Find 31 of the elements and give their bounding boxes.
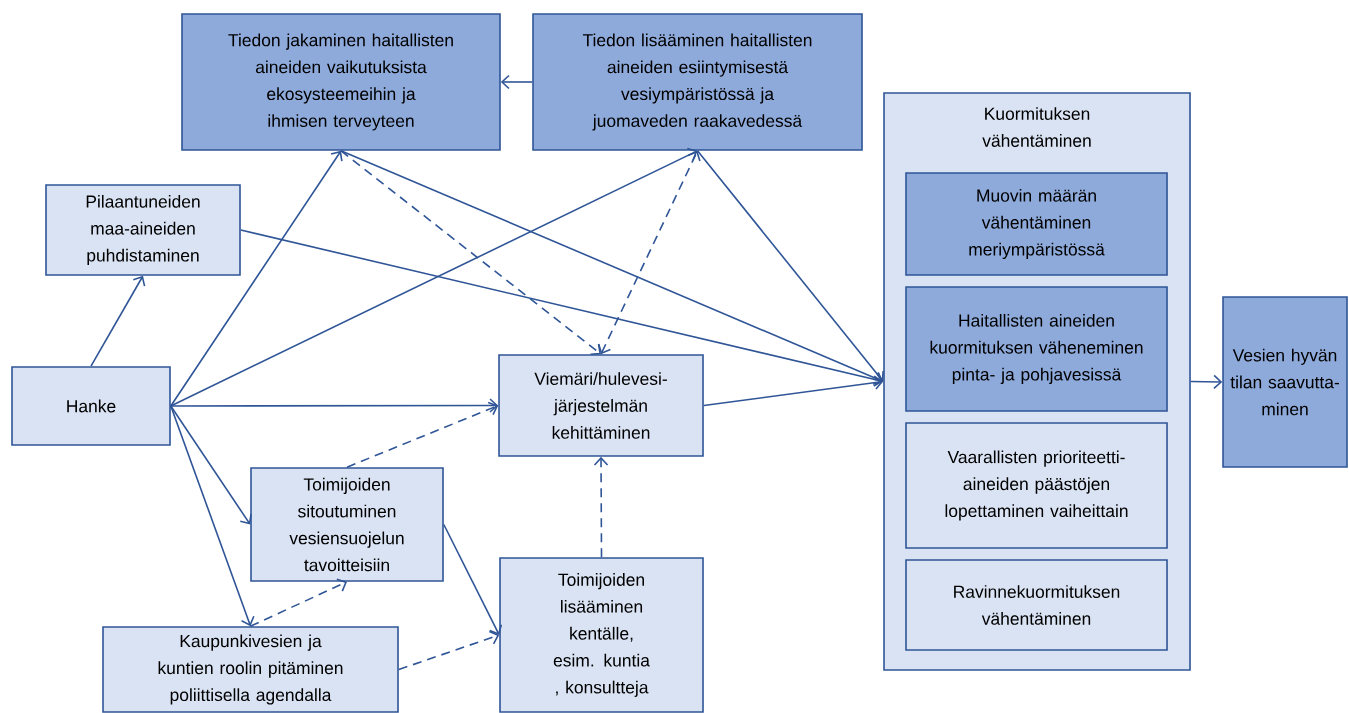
process-box: Hanke (11, 366, 171, 446)
arrow (597, 150, 701, 355)
arrow (170, 150, 343, 407)
process-box: Muovin määrän vähentäminen meriympäristössä (905, 172, 1168, 276)
arrow (170, 398, 499, 413)
arrow (340, 150, 884, 386)
process-box: Kaupunkivesien ja kuntien roolin pitäminen poliittisella agendalla (102, 626, 399, 713)
arrow (593, 456, 609, 558)
arrow (398, 630, 500, 671)
process-box: Vesien hyvän tilan saavutta-minen (1222, 296, 1348, 468)
process-box: Ravinnekuormituksen vähentäminen (905, 559, 1168, 651)
process-box: Toimijoiden sitoutuminen vesiensuojelun tavoitteisiin (250, 467, 444, 582)
arrow (170, 405, 252, 525)
arrow (170, 405, 255, 627)
arrow (346, 401, 499, 468)
arrow (696, 150, 884, 382)
arrow (340, 150, 601, 356)
arrow (90, 275, 146, 367)
process-box: Tiedon jakaminen haitallisten aineiden vaikutuksista ekosysteemeihin ja ihmisen terveyteen (181, 13, 501, 151)
arrow (249, 578, 347, 627)
process-box: Tiedon lisääminen haitallisten aineiden esiintymisestä vesiympäristössä ja juomaveden raakavedessä (532, 13, 863, 151)
arrow (443, 523, 503, 635)
arrow (170, 147, 698, 407)
process-box: Viemäri/hulevesi-järjestelmän kehittäminen (498, 354, 704, 457)
arrow (500, 74, 533, 90)
process-box: Vaarallisten prioriteetti-aineiden päästöjen lopettaminen vaiheittain (905, 422, 1168, 549)
process-box: Haitallisten aineiden kuormituksen väheneminen pinta- ja pohjavesissä (905, 286, 1168, 412)
process-box: Toimijoiden lisääminen kentälle, esim. kuntia , konsultteja (499, 557, 704, 713)
arrow (703, 375, 884, 407)
process-box: Pilaantuneiden maa-aineiden puhdistaminen (45, 184, 241, 276)
arrow (1190, 374, 1223, 390)
